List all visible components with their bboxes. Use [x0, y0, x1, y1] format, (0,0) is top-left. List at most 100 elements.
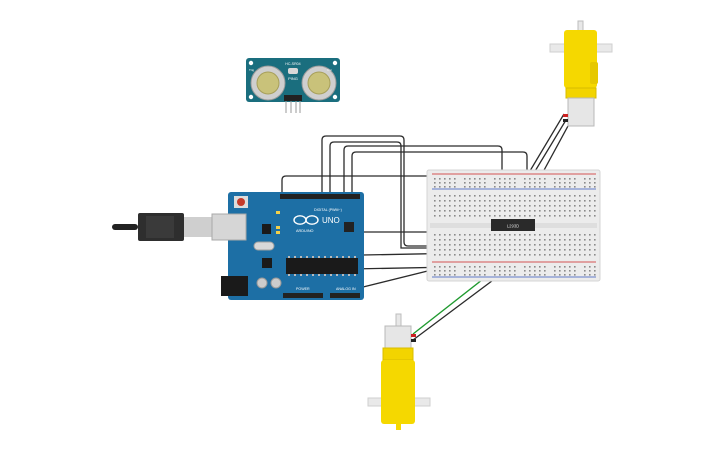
breadboard-hole[interactable]: [564, 270, 566, 272]
breadboard-hole[interactable]: [539, 254, 541, 256]
breadboard-hole[interactable]: [534, 215, 536, 217]
breadboard-hole[interactable]: [499, 186, 501, 188]
breadboard-hole[interactable]: [594, 249, 596, 251]
breadboard-hole[interactable]: [539, 200, 541, 202]
breadboard-hole[interactable]: [549, 234, 551, 236]
breadboard-hole[interactable]: [444, 239, 446, 241]
breadboard-hole[interactable]: [499, 210, 501, 212]
breadboard-hole[interactable]: [529, 200, 531, 202]
breadboard-hole[interactable]: [484, 244, 486, 246]
breadboard-hole[interactable]: [499, 254, 501, 256]
breadboard-hole[interactable]: [574, 182, 576, 184]
breadboard-hole[interactable]: [519, 215, 521, 217]
breadboard-hole[interactable]: [459, 215, 461, 217]
breadboard-hole[interactable]: [509, 234, 511, 236]
breadboard-hole[interactable]: [449, 182, 451, 184]
breadboard-hole[interactable]: [589, 178, 591, 180]
breadboard-hole[interactable]: [489, 234, 491, 236]
breadboard-hole[interactable]: [444, 244, 446, 246]
breadboard-hole[interactable]: [524, 182, 526, 184]
breadboard-hole[interactable]: [559, 210, 561, 212]
breadboard-hole[interactable]: [454, 210, 456, 212]
breadboard-hole[interactable]: [534, 205, 536, 207]
breadboard-hole[interactable]: [559, 205, 561, 207]
breadboard-hole[interactable]: [534, 244, 536, 246]
breadboard-hole[interactable]: [589, 205, 591, 207]
breadboard-hole[interactable]: [584, 215, 586, 217]
breadboard-hole[interactable]: [479, 182, 481, 184]
wire-loop-1[interactable]: [321, 135, 500, 247]
breadboard-hole[interactable]: [524, 186, 526, 188]
breadboard-hole[interactable]: [434, 182, 436, 184]
breadboard-hole[interactable]: [504, 186, 506, 188]
breadboard-hole[interactable]: [469, 270, 471, 272]
breadboard-hole[interactable]: [579, 254, 581, 256]
usb-cable[interactable]: [112, 213, 212, 241]
breadboard-hole[interactable]: [569, 266, 571, 268]
breadboard-hole[interactable]: [539, 195, 541, 197]
breadboard-hole[interactable]: [519, 254, 521, 256]
breadboard-hole[interactable]: [594, 234, 596, 236]
breadboard-hole[interactable]: [479, 200, 481, 202]
breadboard-hole[interactable]: [514, 254, 516, 256]
breadboard-hole[interactable]: [444, 186, 446, 188]
breadboard-hole[interactable]: [459, 244, 461, 246]
breadboard-hole[interactable]: [529, 254, 531, 256]
breadboard-hole[interactable]: [514, 266, 516, 268]
breadboard-hole[interactable]: [494, 234, 496, 236]
breadboard-hole[interactable]: [574, 215, 576, 217]
breadboard-hole[interactable]: [474, 182, 476, 184]
breadboard-hole[interactable]: [484, 186, 486, 188]
breadboard-hole[interactable]: [539, 239, 541, 241]
breadboard-hole[interactable]: [544, 182, 546, 184]
breadboard-hole[interactable]: [539, 274, 541, 276]
breadboard-hole[interactable]: [444, 270, 446, 272]
breadboard-hole[interactable]: [569, 200, 571, 202]
breadboard-hole[interactable]: [594, 200, 596, 202]
breadboard-hole[interactable]: [449, 254, 451, 256]
breadboard-hole[interactable]: [569, 215, 571, 217]
breadboard-hole[interactable]: [559, 266, 561, 268]
wire-loop-2[interactable]: [329, 141, 498, 249]
breadboard-hole[interactable]: [524, 249, 526, 251]
breadboard-hole[interactable]: [484, 249, 486, 251]
breadboard-hole[interactable]: [584, 205, 586, 207]
breadboard-hole[interactable]: [554, 274, 556, 276]
breadboard-hole[interactable]: [584, 274, 586, 276]
breadboard-hole[interactable]: [489, 254, 491, 256]
breadboard-hole[interactable]: [589, 210, 591, 212]
breadboard-hole[interactable]: [564, 249, 566, 251]
breadboard-hole[interactable]: [524, 234, 526, 236]
breadboard-hole[interactable]: [539, 249, 541, 251]
breadboard-hole[interactable]: [539, 205, 541, 207]
breadboard-hole[interactable]: [434, 274, 436, 276]
breadboard-hole[interactable]: [534, 249, 536, 251]
breadboard-hole[interactable]: [504, 215, 506, 217]
breadboard-hole[interactable]: [554, 178, 556, 180]
breadboard-hole[interactable]: [439, 215, 441, 217]
breadboard-hole[interactable]: [554, 239, 556, 241]
breadboard-hole[interactable]: [529, 234, 531, 236]
breadboard-hole[interactable]: [569, 182, 571, 184]
breadboard-hole[interactable]: [494, 254, 496, 256]
breadboard-hole[interactable]: [564, 274, 566, 276]
breadboard-hole[interactable]: [454, 270, 456, 272]
breadboard-hole[interactable]: [434, 239, 436, 241]
breadboard-hole[interactable]: [504, 182, 506, 184]
breadboard-hole[interactable]: [534, 270, 536, 272]
breadboard-hole[interactable]: [524, 274, 526, 276]
breadboard-hole[interactable]: [549, 215, 551, 217]
breadboard-hole[interactable]: [444, 266, 446, 268]
breadboard-hole[interactable]: [584, 254, 586, 256]
breadboard-hole[interactable]: [434, 244, 436, 246]
breadboard-hole[interactable]: [584, 210, 586, 212]
breadboard-hole[interactable]: [474, 254, 476, 256]
breadboard-hole[interactable]: [494, 200, 496, 202]
breadboard-hole[interactable]: [469, 195, 471, 197]
breadboard-hole[interactable]: [544, 244, 546, 246]
breadboard-hole[interactable]: [594, 274, 596, 276]
breadboard-hole[interactable]: [544, 249, 546, 251]
breadboard-hole[interactable]: [559, 186, 561, 188]
breadboard-hole[interactable]: [519, 205, 521, 207]
breadboard-hole[interactable]: [459, 239, 461, 241]
